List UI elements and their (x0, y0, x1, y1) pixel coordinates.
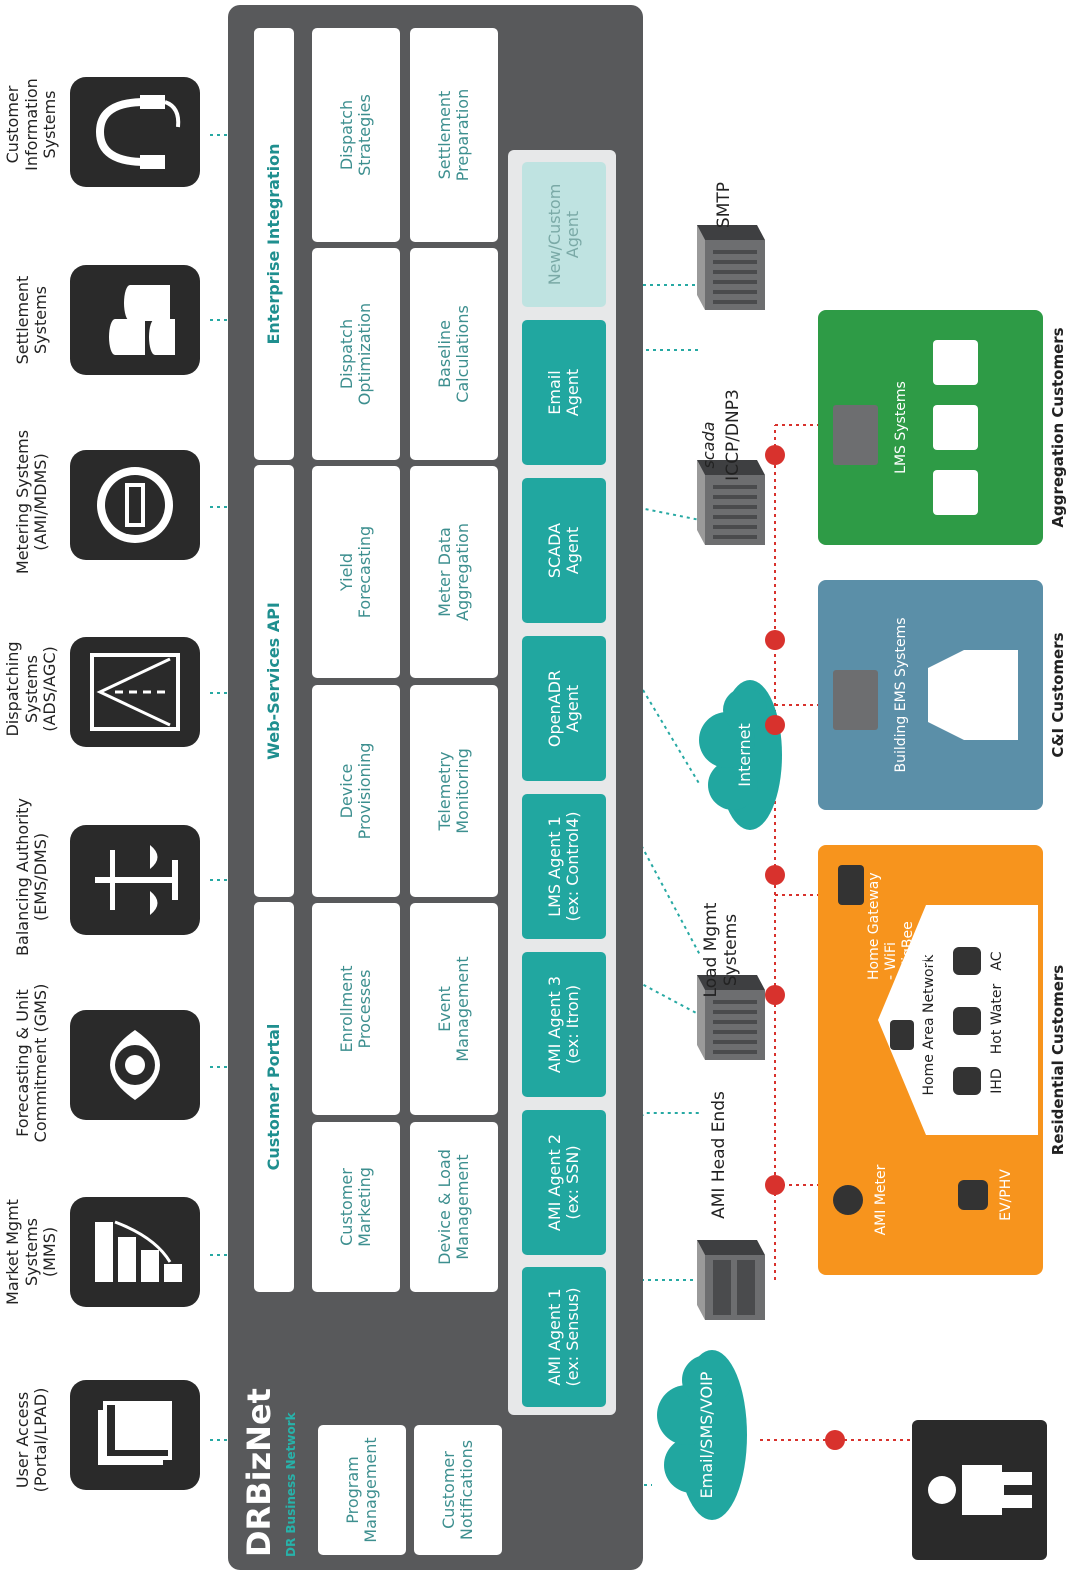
ac-label: AC (986, 935, 1008, 987)
lightning-icon (825, 1430, 845, 1450)
box-device-provisioning[interactable]: Device Provisioning (312, 685, 400, 897)
system-label-customer-info: Customer Information Systems (2, 42, 62, 207)
ami-meter-label: AMI Meter (866, 1140, 896, 1260)
system-label-dispatching: Dispatching Systems (ADS/AGC) (2, 609, 62, 769)
system-label-balancing: Balancing Authority (EMS/DMS) (2, 797, 62, 957)
bar-web-services-api[interactable]: Web-Services API (254, 465, 294, 897)
scada-protocols-label: ICCP/DNP3 (720, 375, 748, 495)
meter-icon[interactable] (70, 450, 200, 560)
system-label-settlement: Settlement Systems (2, 245, 62, 395)
server-label-smtp: SMTP (710, 165, 740, 245)
eye-icon[interactable] (70, 1010, 200, 1120)
building-ems-label: Building EMS Systems (888, 590, 914, 800)
box-enrollment-processes[interactable]: Enrollment Processes (312, 903, 400, 1115)
box-settlement-preparation[interactable]: Settlement Preparation (410, 28, 498, 242)
agent-ami-1[interactable]: AMI Agent 1 (ex: Sensus) (522, 1267, 606, 1407)
cloud-email-label: Email/SMS/VOIP (652, 1335, 762, 1535)
headset-icon[interactable] (70, 77, 200, 187)
hot-water-label: Hot Water (986, 981, 1008, 1057)
home-gateway-icon (838, 865, 864, 905)
box-yield-forecasting[interactable]: Yield Forecasting (312, 466, 400, 678)
box-baseline-calculations[interactable]: Baseline Calculations (410, 248, 498, 460)
bar-enterprise-integration[interactable]: Enterprise Integration (254, 28, 294, 460)
system-label-user-access: User Access (Portal/LPAD) (2, 1365, 62, 1515)
server-ami-head-ends-icon[interactable] (695, 1235, 770, 1335)
residential-customers-panel: AMI Meter EV/PHV Home Area Network IHD H… (818, 845, 1043, 1275)
ev-icon (958, 1180, 988, 1210)
box-customer-marketing[interactable]: Customer Marketing (312, 1122, 400, 1292)
portal-windows-icon[interactable] (70, 1380, 200, 1490)
system-label-metering: Metering Systems (AMI/MDMS) (2, 422, 62, 582)
cloud-internet-label: Internet (695, 670, 795, 840)
end-user-icon[interactable] (912, 1420, 1047, 1560)
cloud-email-sms-voip[interactable]: Email/SMS/VOIP (652, 1335, 762, 1535)
lms-server-icon (833, 405, 878, 465)
ci-customers-title: C&I Customers (1045, 580, 1073, 810)
lightning-icon (765, 1175, 785, 1195)
coins-icon[interactable] (70, 265, 200, 375)
road-icon[interactable] (70, 637, 200, 747)
box-event-management[interactable]: Event Management (410, 903, 498, 1115)
ami-meter-icon (833, 1185, 863, 1215)
box-dispatch-strategies[interactable]: Dispatch Strategies (312, 28, 400, 242)
agent-lms-1[interactable]: LMS Agent 1 (ex: Control4) (522, 794, 606, 939)
box-device-load-management[interactable]: Device & Load Management (410, 1122, 498, 1292)
ci-customers-panel: Building EMS Systems (818, 580, 1043, 810)
box-dispatch-optimization[interactable]: Dispatch Optimization (312, 248, 400, 460)
box-telemetry-monitoring[interactable]: Telemetry Monitoring (410, 685, 498, 897)
system-label-market-mgmt: Market Mgmt Systems (MMS) (2, 1177, 62, 1327)
aggregation-customers-panel: LMS Systems (818, 310, 1043, 545)
lightning-icon (765, 445, 785, 465)
lightning-icon (765, 865, 785, 885)
box-meter-data-aggregation[interactable]: Meter Data Aggregation (410, 466, 498, 678)
building-icon (928, 650, 1018, 740)
lightning-icon (765, 715, 785, 735)
agent-new-custom[interactable]: New/Custom Agent (522, 162, 606, 307)
scada-label: scada (698, 395, 720, 495)
ihd-icon (953, 1067, 981, 1095)
agent-email[interactable]: Email Agent (522, 320, 606, 465)
building-icon (933, 405, 978, 450)
bar-customer-portal[interactable]: Customer Portal (254, 902, 294, 1292)
box-customer-notifications[interactable]: Customer Notifications (414, 1425, 502, 1555)
system-label-forecasting: Forecasting & Unit Commitment (GMS) (2, 983, 62, 1143)
cloud-internet[interactable]: Internet (695, 670, 795, 840)
box-program-management[interactable]: Program Management (318, 1425, 406, 1555)
aggregation-customers-title: Aggregation Customers (1045, 310, 1073, 545)
ev-label: EV/PHV (993, 1145, 1019, 1245)
market-chart-icon[interactable] (70, 1197, 200, 1307)
building-server-icon (833, 670, 878, 730)
agent-ami-3[interactable]: AMI Agent 3 (ex: Itron) (522, 952, 606, 1097)
ihd-label: IHD (986, 1051, 1008, 1111)
lms-systems-label: LMS Systems (888, 320, 914, 535)
agent-scada[interactable]: SCADA Agent (522, 478, 606, 623)
residential-customers-title: Residential Customers (1045, 845, 1073, 1275)
router-icon (890, 1020, 914, 1050)
scales-icon[interactable] (70, 825, 200, 935)
building-icon (933, 340, 978, 385)
building-icon (933, 470, 978, 515)
server-label-load-mgmt: Load Mgmt Systems (692, 890, 752, 1010)
agent-openadr[interactable]: OpenADR Agent (522, 636, 606, 781)
server-label-ami-head-ends: AMI Head Ends (690, 1080, 750, 1230)
drbiznet-subtitle: DR Business Network (284, 1357, 304, 1557)
home-gateway-label: Home Gateway - WiFi - ZigBee - DLC - Oth… (866, 850, 986, 980)
lightning-icon (765, 985, 785, 1005)
lightning-icon (765, 630, 785, 650)
agent-ami-2[interactable]: AMI Agent 2 (ex: SSN) (522, 1110, 606, 1255)
hot-water-icon (953, 1007, 981, 1035)
drbiznet-title: DRBizNet (240, 1377, 290, 1557)
